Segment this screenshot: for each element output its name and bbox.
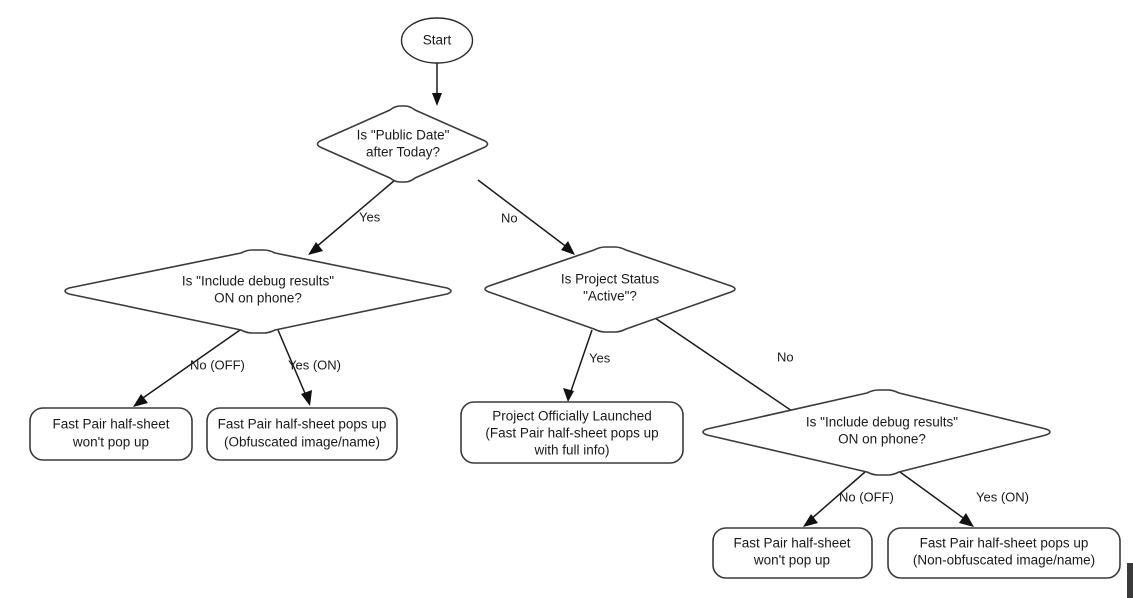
node-obfuscated-popup[interactable]: Fast Pair half-sheet pops up (Obfuscated… [206, 407, 398, 461]
node-non-obfuscated-line-1: (Non-obfuscated image/name) [913, 553, 1095, 568]
node-non-obfuscated-popup[interactable]: Fast Pair half-sheet pops up (Non-obfusc… [887, 527, 1121, 579]
edge-project-status-yes: Yes [563, 329, 611, 402]
node-debug-right-line-1: ON on phone? [838, 432, 926, 447]
node-project-status-decision[interactable]: Is Project Status "Active"? [484, 246, 736, 333]
node-debug-left-line-1: ON on phone? [214, 291, 302, 306]
node-start[interactable]: Start [400, 17, 474, 64]
edge-label-public-date-no: No [501, 210, 518, 225]
edge-label-debug-right-no: No (OFF) [839, 489, 894, 504]
node-launched-line-0: Project Officially Launched [492, 409, 652, 424]
edge-start-to-public-date [432, 63, 442, 106]
node-no-popup-left-line-1: won't pop up [72, 435, 149, 450]
node-no-popup-left[interactable]: Fast Pair half-sheet won't pop up [29, 407, 193, 461]
edge-debug-left-no: No (OFF) [133, 329, 245, 407]
node-debug-results-left-decision[interactable]: Is "Include debug results" ON on phone? [64, 249, 452, 334]
node-project-status-line-0: Is Project Status [561, 272, 660, 287]
edge-public-date-yes: Yes [308, 179, 396, 255]
node-non-obfuscated-line-0: Fast Pair half-sheet pops up [920, 536, 1089, 551]
edge-label-project-status-yes: Yes [589, 350, 611, 365]
node-obfuscated-line-0: Fast Pair half-sheet pops up [218, 417, 387, 432]
node-no-popup-right-line-1: won't pop up [753, 553, 830, 568]
edge-label-public-date-yes: Yes [359, 209, 381, 224]
node-no-popup-right-line-0: Fast Pair half-sheet [733, 536, 850, 551]
edge-label-debug-right-yes: Yes (ON) [976, 489, 1029, 504]
node-debug-left-line-0: Is "Include debug results" [182, 274, 334, 289]
node-no-popup-left-line-0: Fast Pair half-sheet [52, 417, 169, 432]
edge-public-date-no: No [477, 179, 575, 255]
node-officially-launched[interactable]: Project Officially Launched (Fast Pair h… [460, 401, 684, 464]
node-launched-line-2: with full info) [533, 443, 609, 458]
node-launched-line-1: (Fast Pair half-sheet pops up [485, 426, 658, 441]
node-no-popup-right[interactable]: Fast Pair half-sheet won't pop up [712, 527, 873, 579]
node-debug-results-right-decision[interactable]: Is "Include debug results" ON on phone? [702, 389, 1051, 476]
page-edge-artifact [1127, 563, 1133, 598]
node-obfuscated-line-1: (Obfuscated image/name) [224, 435, 380, 450]
edge-debug-left-yes: Yes (ON) [277, 329, 341, 406]
edge-label-debug-left-yes: Yes (ON) [288, 357, 341, 372]
edge-debug-right-yes: Yes (ON) [899, 471, 1029, 527]
node-public-date-line-0: Is "Public Date" [357, 128, 450, 143]
node-start-line-0: Start [423, 33, 452, 48]
node-public-date-decision[interactable]: Is "Public Date" after Today? [316, 105, 489, 183]
node-debug-right-line-0: Is "Include debug results" [806, 415, 958, 430]
edge-label-project-status-no: No [777, 349, 794, 364]
node-project-status-line-1: "Active"? [583, 289, 637, 304]
edge-debug-right-no: No (OFF) [803, 471, 894, 527]
node-public-date-line-1: after Today? [366, 145, 440, 160]
edge-label-debug-left-no: No (OFF) [190, 357, 245, 372]
